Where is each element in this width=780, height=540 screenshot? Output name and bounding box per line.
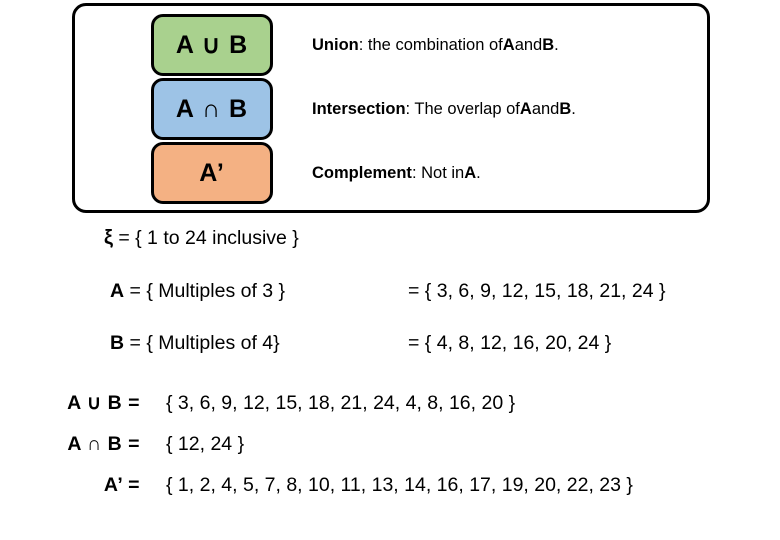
intersection-operand-b: B: [559, 99, 572, 118]
complement-operand-a: A: [464, 163, 477, 182]
intersection-chip: A ∩ B: [151, 78, 273, 140]
union-desc-middle: and: [514, 35, 543, 54]
set-b-definition: B = { Multiples of 4}: [110, 332, 280, 354]
intersection-operand-a: A: [519, 99, 532, 118]
set-operations-legend-panel: A ∪ B Union: the combination of A and B.…: [72, 3, 710, 213]
union-operand-a: A: [502, 35, 515, 54]
complement-result-value: { 1, 2, 4, 5, 7, 8, 10, 11, 13, 14, 16, …: [166, 474, 633, 496]
complement-description: Complement: Not in A.: [312, 142, 481, 204]
union-description: Union: the combination of A and B.: [312, 14, 559, 76]
union-chip: A ∪ B: [151, 14, 273, 76]
set-a-rule: = { Multiples of 3 }: [124, 280, 286, 302]
complement-term: Complement: [312, 163, 412, 182]
intersection-desc-before: : The overlap of: [405, 99, 520, 118]
intersection-term: Intersection: [312, 99, 406, 118]
set-b-elements: = { 4, 8, 12, 16, 20, 24 }: [408, 332, 612, 354]
set-b-name: B: [110, 332, 125, 354]
union-result-value: { 3, 6, 9, 12, 15, 18, 21, 24, 4, 8, 16,…: [166, 392, 516, 414]
legend-row-union: A ∪ B Union: the combination of A and B.: [75, 14, 707, 76]
set-a-elements: = { 3, 6, 9, 12, 15, 18, 21, 24 }: [408, 280, 666, 302]
intersection-description: Intersection: The overlap of A and B.: [312, 78, 576, 140]
intersection-result-label: A ∩ B =: [67, 433, 140, 455]
complement-chip: A’: [151, 142, 273, 204]
universal-set-definition: ξ = { 1 to 24 inclusive }: [104, 228, 299, 249]
intersection-desc-after: .: [571, 99, 576, 118]
set-a-name: A: [110, 280, 125, 302]
set-b-rule: = { Multiples of 4}: [124, 332, 280, 354]
union-operand-b: B: [542, 35, 555, 54]
legend-row-intersection: A ∩ B Intersection: The overlap of A and…: [75, 78, 707, 140]
union-result-label: A ∪ B =: [67, 392, 140, 414]
universal-set-symbol: ξ: [104, 227, 113, 249]
intersection-desc-middle: and: [531, 99, 560, 118]
result-row-union: A ∪ B = { 3, 6, 9, 12, 15, 18, 21, 24, 4…: [0, 392, 780, 434]
complement-desc-before: : Not in: [411, 163, 465, 182]
intersection-result-value: { 12, 24 }: [166, 433, 245, 455]
legend-row-complement: A’ Complement: Not in A.: [75, 142, 707, 204]
result-row-complement: A’ = { 1, 2, 4, 5, 7, 8, 10, 11, 13, 14,…: [0, 474, 780, 516]
union-desc-before: : the combination of: [358, 35, 503, 54]
union-desc-after: .: [554, 35, 559, 54]
union-term: Union: [312, 35, 359, 54]
set-a-definition: A = { Multiples of 3 }: [110, 280, 286, 302]
result-row-intersection: A ∩ B = { 12, 24 }: [0, 433, 780, 475]
universal-set-text: = { 1 to 24 inclusive }: [112, 227, 299, 249]
complement-result-label: A’ =: [103, 474, 140, 496]
complement-desc-after: .: [476, 163, 481, 182]
